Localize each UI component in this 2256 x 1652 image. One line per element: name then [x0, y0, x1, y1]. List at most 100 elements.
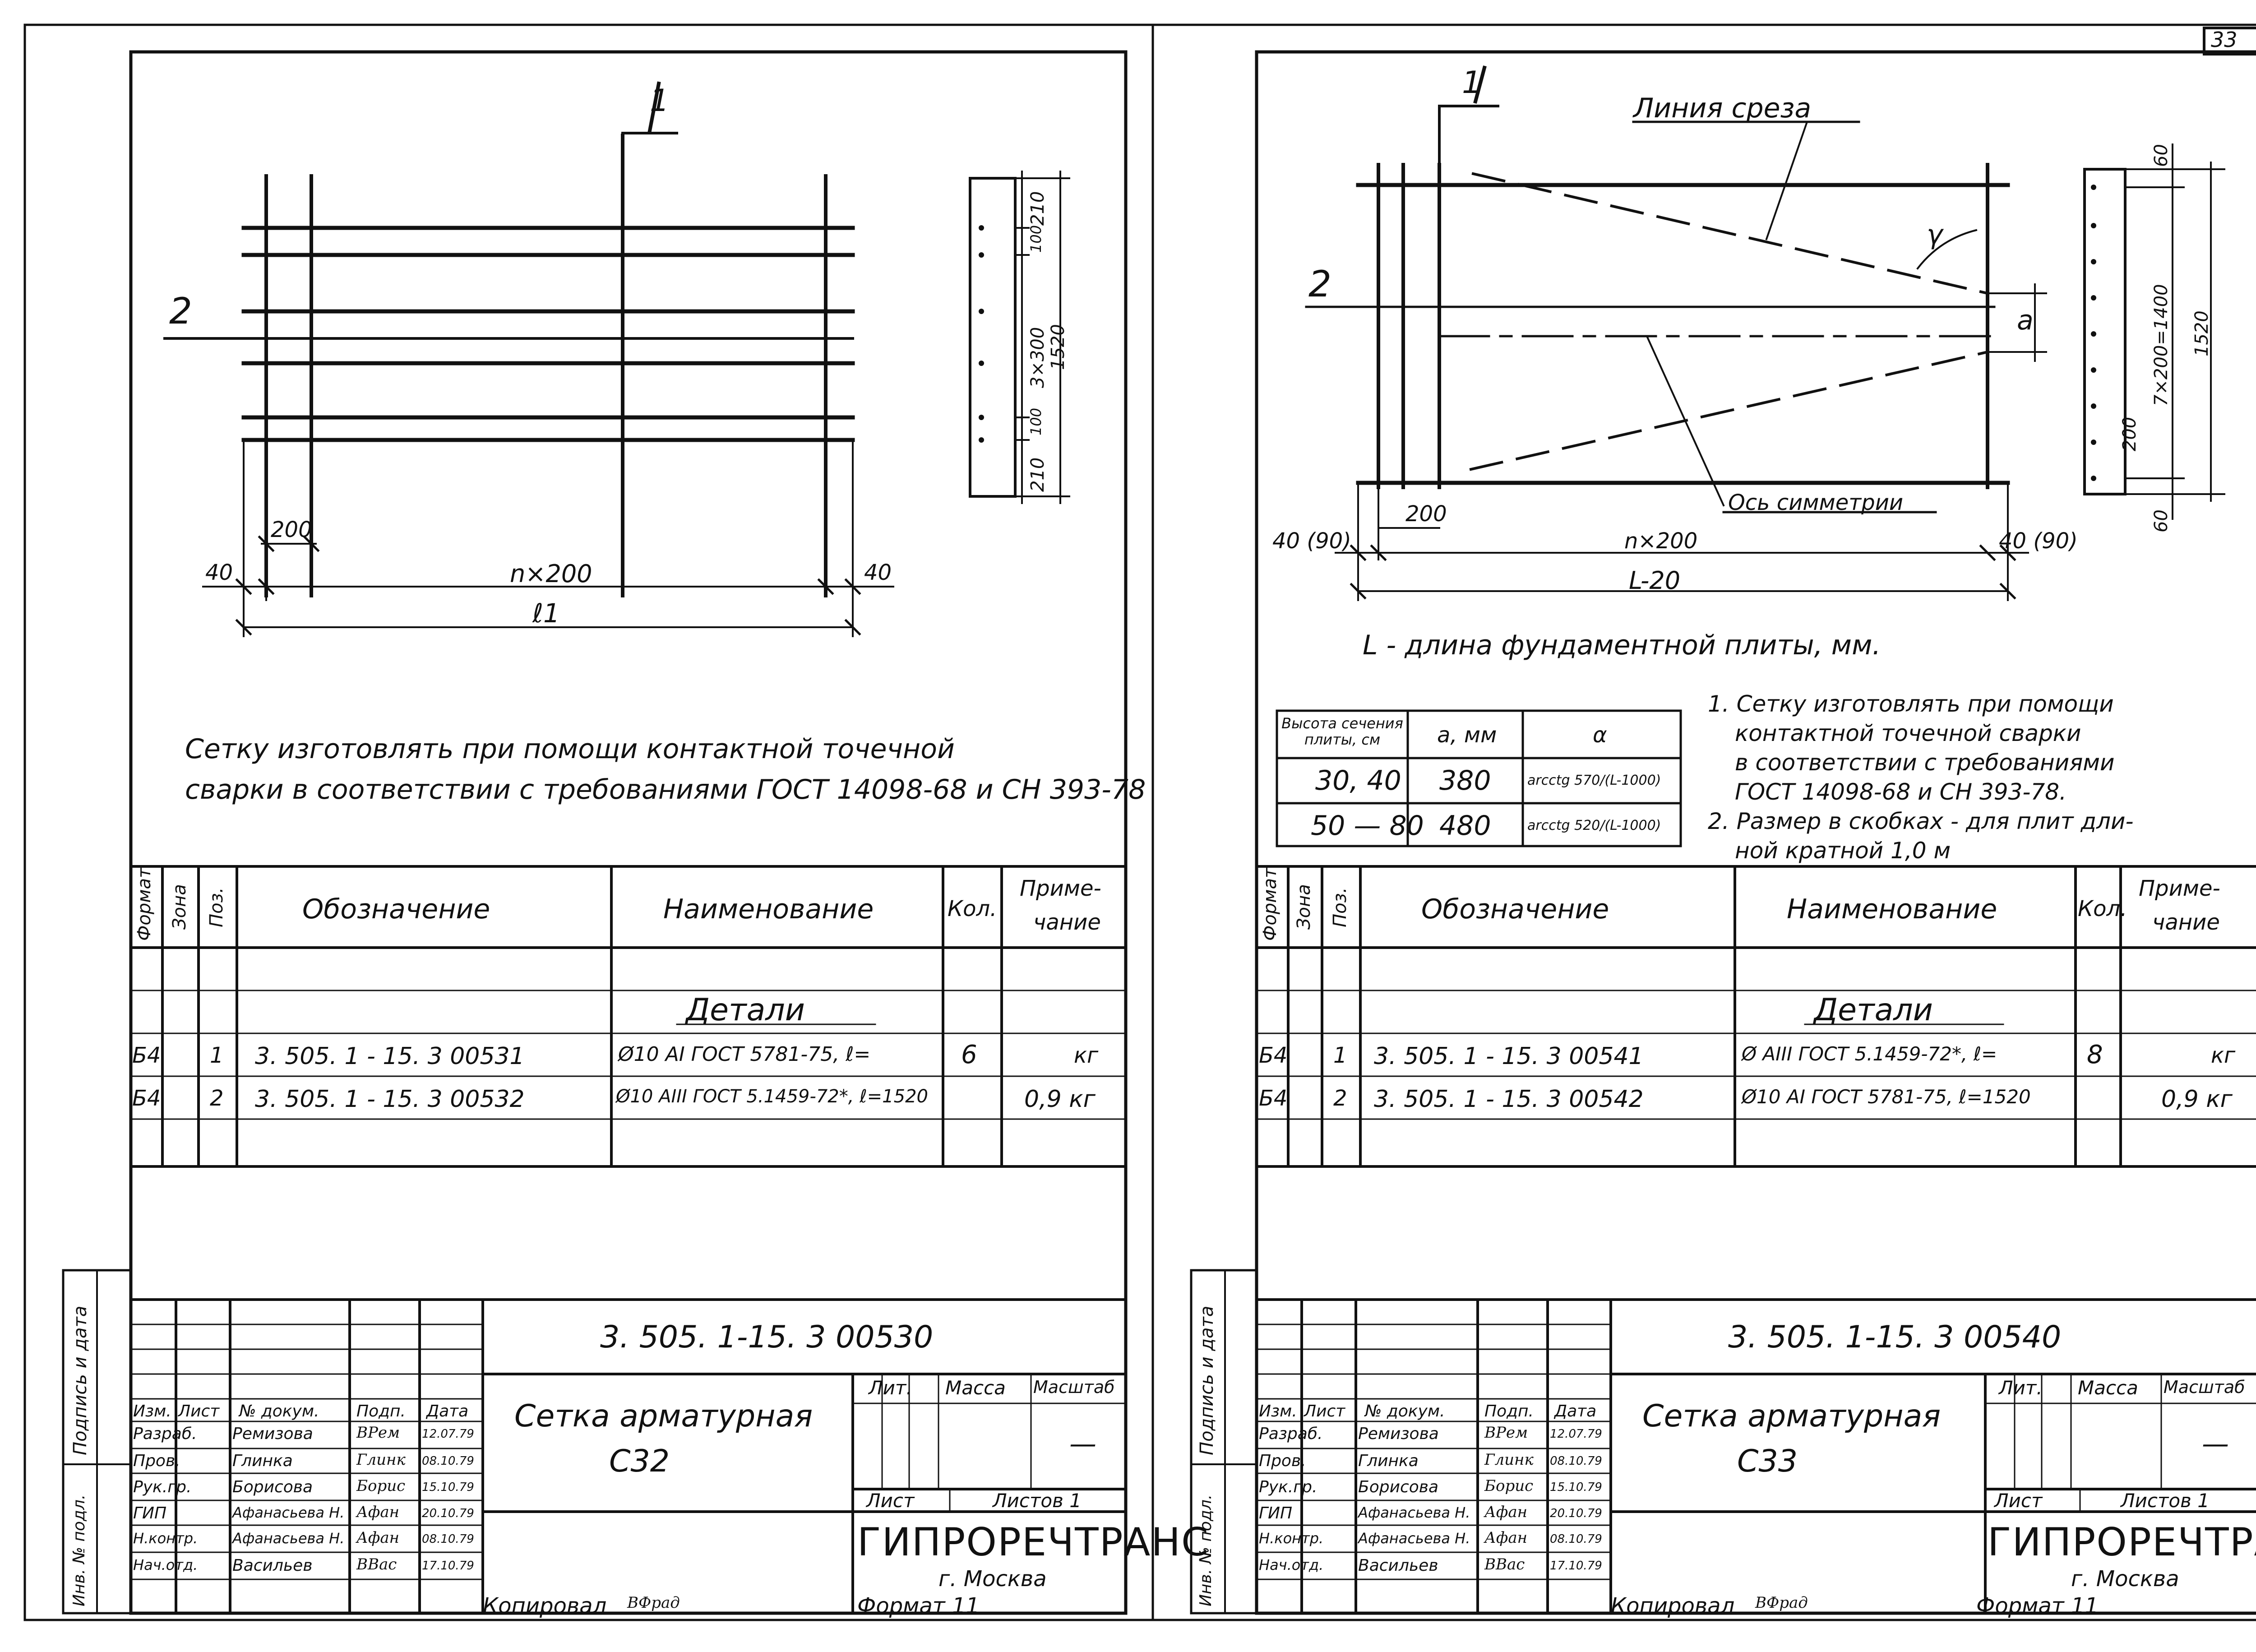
alpha-table-header-a: a, мм: [1437, 722, 1497, 748]
dim-210-top: 210: [1027, 191, 1048, 226]
stamp-role: Нач.отд.: [133, 1556, 198, 1573]
spec-header-name: Наименование: [663, 893, 874, 925]
stamp-person: Афанасьева Н.: [1358, 1530, 1470, 1547]
spec-row-designation: 3. 505. 1 - 15. 3 00542: [1374, 1086, 1644, 1113]
dim-100-top: 100: [1027, 225, 1045, 253]
right-note-line-4: ГОСТ 14098-68 и СН 393-78.: [1735, 779, 2066, 805]
side-strip-signature: Подпись и дата: [1197, 1305, 1217, 1455]
spec-header-qty: Кол.: [2078, 896, 2127, 921]
format-label: Формат 11: [1976, 1593, 2099, 1619]
length-caption: L - длина фундаментной плиты, мм.: [1363, 629, 1881, 661]
alpha-table-height: 50 — 80: [1311, 810, 1424, 842]
stamp-head-date: Дата: [1554, 1402, 1597, 1421]
copied-by: Копировал: [1611, 1593, 1735, 1619]
spec-row-designation: 3. 505. 1 - 15. 3 00531: [255, 1043, 525, 1070]
dim-7x200: 7×200=1400: [2151, 284, 2172, 406]
stamp-head-sign: Подп.: [356, 1402, 406, 1421]
spec-header-zone: Зона: [1294, 884, 1314, 930]
stamp-title: Сетка арматурная: [1642, 1398, 1941, 1434]
stamp-sheets: Листов 1: [2121, 1490, 2210, 1512]
dim-l1: ℓ1: [532, 598, 560, 629]
stamp-date: 17.10.79: [422, 1559, 474, 1573]
left-note-line-1: Сетку изготовлять при помощи контактной …: [185, 733, 955, 765]
stamp-signature: ВВас: [356, 1555, 397, 1573]
spec-row-pos: 1: [1333, 1043, 1347, 1068]
stamp-code: 3. 505. 1-15. 3 00540: [1728, 1319, 2062, 1355]
dim-200: 200: [271, 517, 312, 542]
stamp-signature: Борис: [356, 1477, 406, 1495]
stamp-person: Глинка: [1358, 1452, 1419, 1470]
copied-by: Копировал: [483, 1593, 607, 1619]
stamp-role: Разраб.: [133, 1425, 197, 1443]
dim-40-left: 40: [205, 560, 233, 585]
offset-a-label: a: [2017, 305, 2034, 336]
right-note-line-5: 2. Размер в скобках - для плит дли-: [1708, 808, 2134, 834]
spec-row-name: Ø10 AIII ГОСТ 5.1459-72*, ℓ=1520: [616, 1086, 928, 1107]
dim-210-bottom: 210: [1027, 457, 1048, 492]
stamp-person: Афанасьева Н.: [232, 1530, 345, 1547]
stamp-signature: Глинк: [356, 1451, 406, 1469]
stamp-code: 3. 505. 1-15. 3 00530: [600, 1319, 934, 1355]
spec-header-note-2: чание: [2152, 910, 2220, 935]
stamp-date: 08.10.79: [1550, 1532, 1602, 1546]
stamp-signature: Афан: [356, 1529, 400, 1547]
stamp-city: г. Москва: [2071, 1566, 2179, 1592]
spec-row-name: Ø AIII ГОСТ 5.1459-72*, ℓ=: [1742, 1043, 1997, 1065]
stamp-date: 12.07.79: [1550, 1427, 1602, 1441]
spec-row-qty: 8: [2087, 1040, 2103, 1069]
stamp-title: Сетка арматурная: [514, 1398, 813, 1434]
dim-n-x-200: n×200: [510, 560, 592, 588]
stamp-sheets: Листов 1: [993, 1490, 1082, 1512]
dim-40-90-right: 40 (90): [1999, 528, 2078, 554]
spec-row-format: Б4: [1259, 1086, 1288, 1111]
spec-row-format: Б4: [132, 1043, 161, 1068]
spec-header-name: Наименование: [1787, 893, 1997, 925]
dim-60-bottom: 60: [2151, 509, 2172, 532]
stamp-date: 12.07.79: [422, 1427, 474, 1441]
stamp-title-mark: С32: [609, 1444, 670, 1479]
side-strip-inventory: Инв. № подл.: [1197, 1494, 1215, 1606]
alpha-table-alpha: arcctg 520/(L-1000): [1527, 818, 1661, 833]
stamp-sheet: Лист: [1994, 1490, 2043, 1512]
spec-header-designation: Обозначение: [302, 893, 490, 925]
stamp-person: Глинка: [232, 1452, 293, 1470]
stamp-lit: Лит.: [1999, 1377, 2043, 1399]
stamp-person: Васильев: [232, 1556, 313, 1575]
stamp-role: Н.контр.: [1259, 1530, 1324, 1547]
right-note-line-2: контактной точечной сварки: [1735, 720, 2081, 746]
spec-row-pos: 1: [210, 1043, 224, 1068]
stamp-scale-value: —: [1069, 1428, 1096, 1460]
stamp-signature: Борис: [1484, 1477, 1534, 1495]
stamp-head-sign: Подп.: [1484, 1402, 1534, 1421]
stamp-head-change: Изм.: [133, 1402, 171, 1421]
spec-header-note-1: Приме-: [2139, 876, 2220, 901]
stamp-head-sheet: Лист: [178, 1402, 220, 1421]
alpha-table-alpha: arcctg 570/(L-1000): [1527, 773, 1661, 788]
format-label: Формат 11: [857, 1593, 980, 1619]
stamp-signature: ВРем: [1484, 1424, 1528, 1442]
stamp-scale: Масштаб: [1033, 1377, 1115, 1397]
spec-row-note: кг: [2211, 1043, 2236, 1068]
dim-200-section: 200: [2119, 416, 2140, 451]
stamp-sheet: Лист: [866, 1490, 915, 1512]
alpha-table-header-alpha: α: [1593, 722, 1607, 748]
position-label-1: 1: [650, 83, 670, 119]
stamp-signature: Глинк: [1484, 1451, 1534, 1469]
stamp-signature: Афан: [1484, 1503, 1528, 1521]
stamp-date: 08.10.79: [1550, 1454, 1602, 1468]
spec-row-pos: 2: [1333, 1086, 1347, 1111]
spec-row-pos: 2: [210, 1086, 224, 1111]
stamp-scale-value: —: [2202, 1428, 2229, 1460]
alpha-table-a: 380: [1439, 765, 1491, 796]
position-label-1: 1: [1462, 65, 1482, 101]
dim-L-20: L-20: [1629, 566, 1681, 595]
alpha-table-height: 30, 40: [1315, 765, 1401, 796]
spec-row-note: 0,9 кг: [1024, 1086, 1096, 1113]
symmetry-axis-label: Ось симметрии: [1728, 490, 1904, 515]
spec-section-details: Детали: [686, 992, 805, 1028]
stamp-scale: Масштаб: [2164, 1377, 2245, 1397]
stamp-head-date: Дата: [426, 1402, 469, 1421]
stamp-role: Пров.: [1259, 1452, 1306, 1470]
dim-1520: 1520: [1048, 324, 1068, 370]
stamp-signature: ВВас: [1484, 1555, 1525, 1573]
